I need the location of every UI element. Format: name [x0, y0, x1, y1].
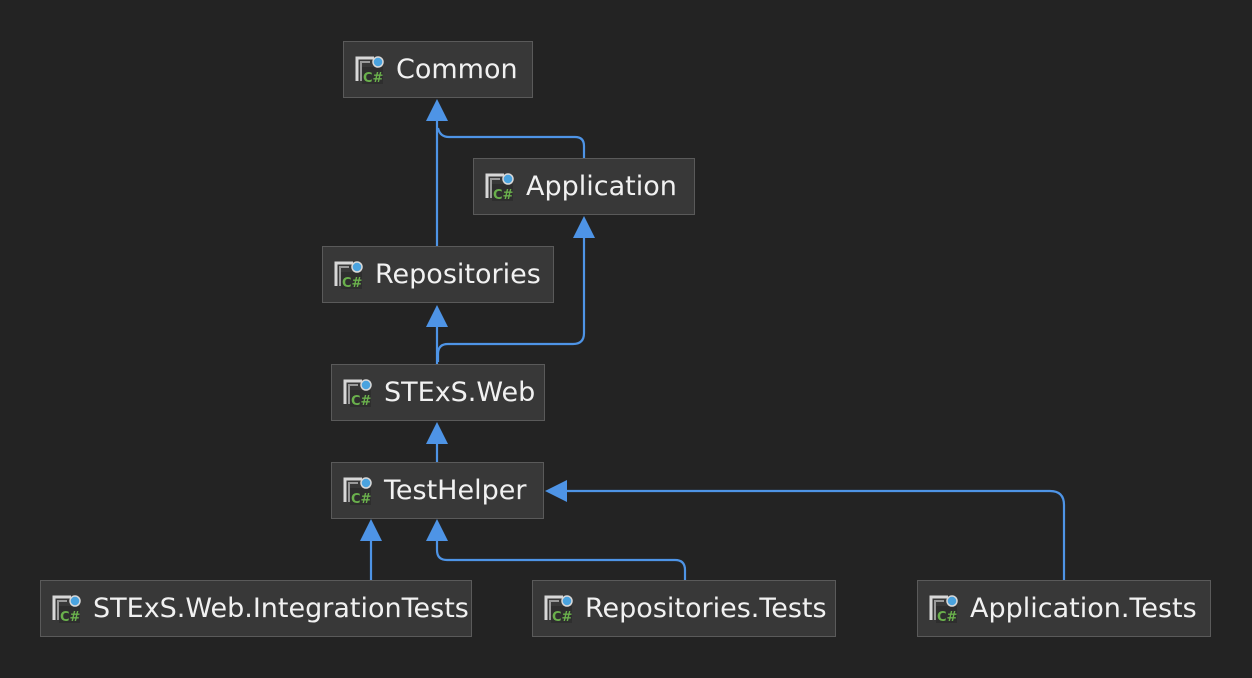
svg-text:C#: C# [342, 276, 363, 291]
arrowhead-testhelper-from-apptests [545, 480, 567, 502]
edge-web-to-application [436, 237, 586, 362]
svg-text:C#: C# [493, 188, 514, 203]
arrowhead-testhelper-from-integration [360, 519, 382, 541]
csharp-project-icon: C# [543, 593, 575, 625]
project-node-repositories[interactable]: C# Repositories [322, 246, 554, 303]
csharp-project-icon: C# [354, 54, 386, 86]
project-label: Repositories [375, 259, 541, 290]
project-node-repositories-tests[interactable]: C# Repositories.Tests [532, 580, 836, 637]
project-label: Application [526, 171, 677, 202]
edge-repotests-to-testhelper [435, 540, 687, 580]
project-node-integration-tests[interactable]: C# STExS.Web.IntegrationTests [40, 580, 472, 637]
arrowhead-testhelper-from-repotests [426, 519, 448, 541]
project-node-stexs-web[interactable]: C# STExS.Web [331, 364, 545, 421]
svg-text:C#: C# [937, 610, 958, 625]
project-node-application-tests[interactable]: C# Application.Tests [917, 580, 1211, 637]
arrowhead-web-from-testhelper [426, 422, 448, 444]
csharp-project-icon: C# [333, 259, 365, 291]
project-node-common[interactable]: C# Common [343, 41, 533, 98]
svg-text:C#: C# [351, 394, 372, 409]
arrowhead-common-from-repositories [426, 99, 448, 121]
svg-text:C#: C# [351, 492, 372, 507]
project-label: STExS.Web [384, 377, 536, 408]
edge-apptests-to-testhelper [566, 489, 1066, 580]
project-label: STExS.Web.IntegrationTests [93, 593, 469, 624]
csharp-project-icon: C# [342, 475, 374, 507]
csharp-project-icon: C# [342, 377, 374, 409]
svg-text:C#: C# [363, 71, 384, 86]
project-label: Application.Tests [970, 593, 1197, 624]
project-node-testhelper[interactable]: C# TestHelper [331, 462, 544, 519]
project-node-application[interactable]: C# Application [473, 158, 695, 215]
project-label: TestHelper [384, 475, 527, 506]
edge-application-to-common [436, 127, 586, 158]
csharp-project-icon: C# [51, 593, 83, 625]
arrowhead-repositories-from-web [426, 305, 448, 327]
project-label: Repositories.Tests [585, 593, 827, 624]
project-label: Common [396, 54, 518, 85]
arrowhead-application-from-web [573, 216, 595, 238]
csharp-project-icon: C# [484, 171, 516, 203]
csharp-project-icon: C# [928, 593, 960, 625]
svg-text:C#: C# [552, 610, 573, 625]
svg-text:C#: C# [60, 610, 81, 625]
